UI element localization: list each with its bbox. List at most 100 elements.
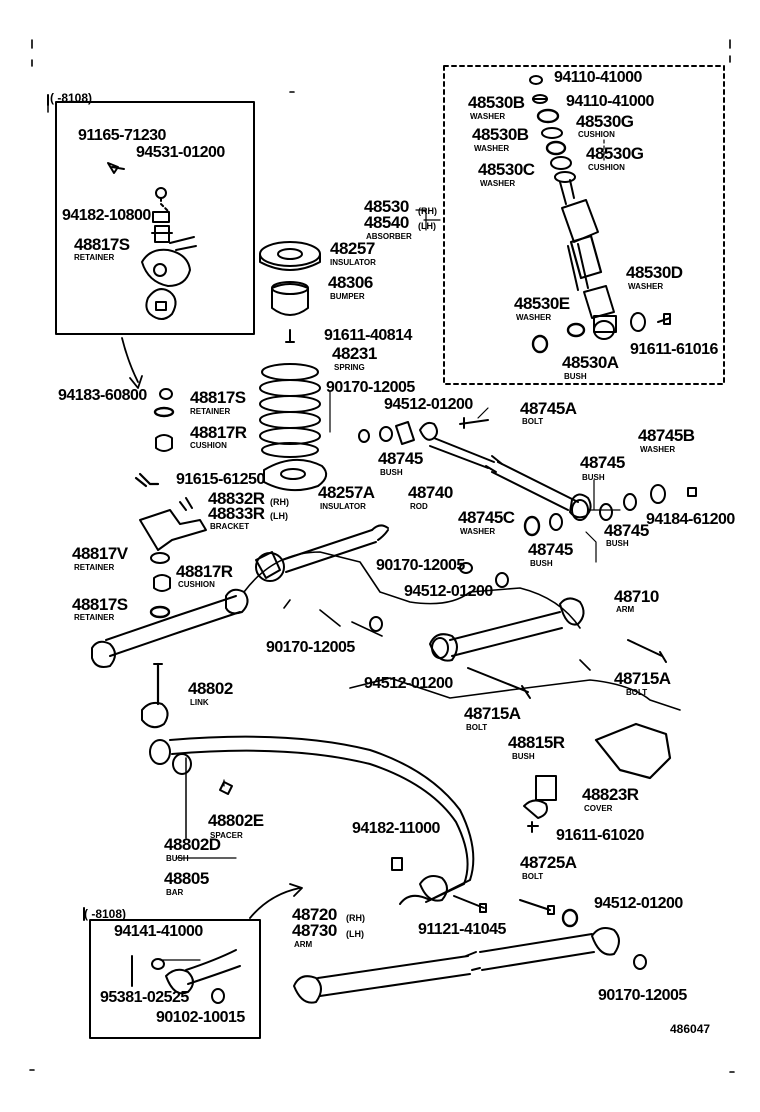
part-94512-01200-d: 94512-01200 — [594, 895, 683, 912]
part-48530D: 48530D — [626, 263, 683, 282]
part-94110-41000-b: 94110-41000 — [566, 93, 654, 110]
name-48306: BUMPER — [330, 292, 365, 301]
part-48832R: 48832R — [208, 489, 265, 508]
name-48257: INSULATOR — [330, 258, 376, 267]
part-48530G-a: 48530G — [576, 112, 634, 131]
suffix-48720: (RH) — [346, 913, 365, 923]
name-48745-c: BUSH — [530, 559, 553, 568]
part-90170-12005-c: 90170-12005 — [266, 639, 355, 656]
part-48817R-mid: 48817R — [190, 423, 247, 442]
part-91121-41045: 91121-41045 — [418, 921, 506, 938]
name-48805: BAR — [166, 888, 184, 897]
part-90170-12005-a: 90170-12005 — [326, 379, 415, 396]
inset-top-range: ( -8108) — [50, 91, 93, 105]
bar-bracket — [391, 775, 557, 871]
name-48231: SPRING — [334, 363, 365, 372]
part-90170-12005-d: 90170-12005 — [598, 987, 687, 1004]
name-48745B: WASHER — [640, 445, 676, 454]
part-48805: 48805 — [164, 869, 209, 888]
name-48530G-b: CUSHION — [588, 163, 625, 172]
part-94110-41000-a: 94110-41000 — [554, 69, 642, 86]
inset-bottom-range: ( -8108) — [84, 907, 127, 921]
name-48802D: BUSH — [166, 854, 189, 863]
suffix-48530: (RH) — [418, 206, 437, 216]
part-48710: 48710 — [614, 587, 659, 606]
left-cluster-parts — [134, 388, 207, 619]
part-94512-01200-a: 94512-01200 — [384, 396, 473, 413]
part-48802: 48802 — [188, 679, 233, 698]
name-48740: ROD — [410, 502, 428, 511]
part-48745C: 48745C — [458, 508, 515, 527]
absorber-dashed-box — [443, 65, 725, 385]
name-48725A: BOLT — [522, 872, 544, 881]
part-48745-a: 48745 — [378, 449, 423, 468]
page-ticks — [29, 39, 735, 1073]
name-48832R: BRACKET — [210, 522, 250, 531]
name-48817S-mid: RETAINER — [190, 407, 231, 416]
name-48710: ARM — [616, 605, 635, 614]
part-48530A: 48530A — [562, 353, 619, 372]
part-48530E: 48530E — [514, 294, 570, 313]
part-48745B: 48745B — [638, 426, 695, 445]
name-48745-a: BUSH — [380, 468, 403, 477]
name-48817R-mid: CUSHION — [190, 441, 227, 450]
part-48720: 48720 — [292, 905, 337, 924]
part-91615-61250: 91615-61250 — [176, 471, 265, 488]
name-48817R-low: CUSHION — [178, 580, 215, 589]
stabilizer-bar — [149, 735, 475, 905]
part-48257: 48257 — [330, 239, 375, 258]
suffix-48833R: (LH) — [270, 511, 288, 521]
inset-arrow-top — [121, 337, 139, 383]
spring-parts — [259, 241, 328, 492]
part-48231: 48231 — [332, 344, 377, 363]
name-48745A: BOLT — [522, 417, 544, 426]
suffix-48730: (LH) — [346, 929, 364, 939]
name-48802E: SPACER — [210, 831, 243, 840]
name-48802: LINK — [190, 698, 209, 707]
part-48817R-low: 48817R — [176, 562, 233, 581]
part-48530: 48530 — [364, 197, 409, 216]
name-48530: ABSORBER — [366, 232, 412, 241]
part-48730: 48730 — [292, 921, 337, 940]
part-48817V: 48817V — [72, 544, 128, 563]
lower-arm-48720 — [293, 895, 647, 1004]
part-94182-11000: 94182-11000 — [352, 820, 440, 837]
part-48745-d: 48745 — [604, 521, 649, 540]
part-48817S-mid: 48817S — [190, 388, 246, 407]
part-48715A-b: 48715A — [464, 704, 521, 723]
part-48530B-b: 48530B — [472, 125, 529, 144]
name-48257A: INSULATOR — [320, 502, 366, 511]
part-48815R: 48815R — [508, 733, 565, 752]
part-48817S-low: 48817S — [72, 595, 128, 614]
name-48815R: BUSH — [512, 752, 535, 761]
part-48802E: 48802E — [208, 811, 264, 830]
part-48745-b: 48745 — [580, 453, 625, 472]
part-94512-01200-b: 94512-01200 — [404, 583, 493, 600]
part-90170-12005-b: 90170-12005 — [376, 557, 465, 574]
name-48530C: WASHER — [480, 179, 516, 188]
upper-control-arm — [91, 524, 389, 668]
suffix-48832R: (RH) — [270, 497, 289, 507]
inset-arrow-bottom — [249, 887, 301, 919]
part-94184-61200: 94184-61200 — [646, 511, 735, 528]
part-91165-71230: 91165-71230 — [78, 127, 166, 144]
part-48530G-b: 48530G — [586, 144, 644, 163]
part-48540: 48540 — [364, 213, 409, 232]
diagram-reference-number: 486047 — [670, 1022, 711, 1036]
part-48740: 48740 — [408, 483, 453, 502]
name-48817S-low: RETAINER — [74, 613, 115, 622]
name-48530D: WASHER — [628, 282, 664, 291]
inset-top-parts — [107, 162, 197, 320]
part-48745-c: 48745 — [528, 540, 573, 559]
inset-box-top — [47, 94, 255, 335]
name-48530G-a: CUSHION — [578, 130, 615, 139]
part-48833R: 48833R — [208, 504, 265, 523]
stabilizer-link — [141, 662, 169, 729]
inset-box-bottom — [83, 907, 261, 1039]
name-48715A-b: BOLT — [466, 723, 488, 732]
name-48530B-a: WASHER — [470, 112, 506, 121]
part-48817S-top: 48817S — [74, 235, 130, 254]
axle-housing — [243, 551, 681, 780]
part-48306: 48306 — [328, 273, 373, 292]
